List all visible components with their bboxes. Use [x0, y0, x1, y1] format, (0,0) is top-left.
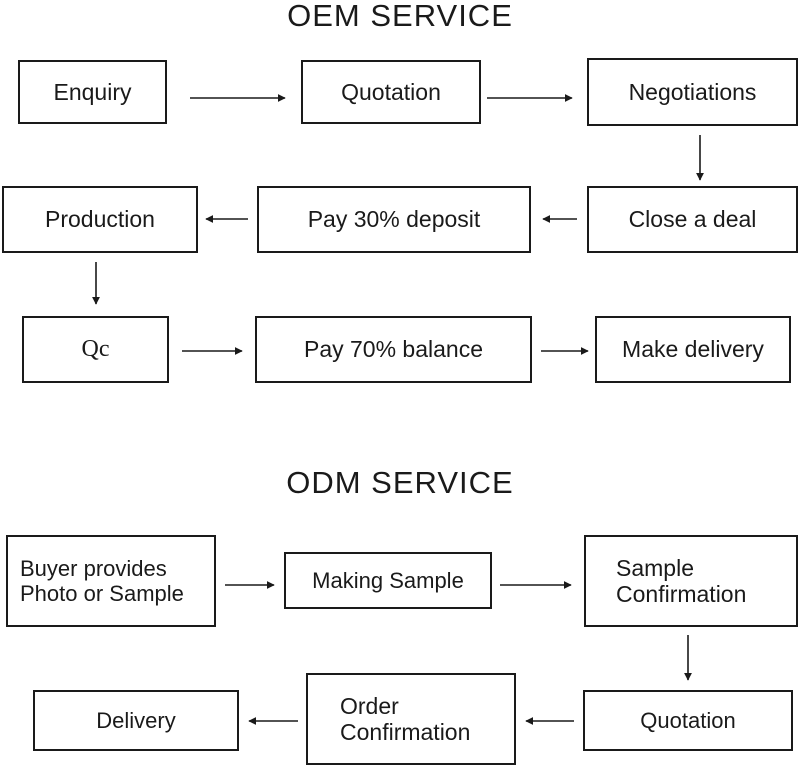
odm-step-quotation: Quotation: [583, 690, 793, 751]
oem-step-production: Production: [2, 186, 198, 253]
odm-step-order: Order Confirmation: [306, 673, 516, 765]
oem-step-negotiations: Negotiations: [587, 58, 798, 126]
odm-step-confirmation: Sample Confirmation: [584, 535, 798, 627]
oem-step-qc: Qc: [22, 316, 169, 383]
odm-step-buyer: Buyer provides Photo or Sample: [6, 535, 216, 627]
oem-step-close-deal: Close a deal: [587, 186, 798, 253]
odm-title: ODM SERVICE: [286, 465, 514, 500]
oem-step-delivery: Make delivery: [595, 316, 791, 383]
odm-step-sample: Making Sample: [284, 552, 492, 609]
oem-step-enquiry: Enquiry: [18, 60, 167, 124]
oem-step-deposit: Pay 30% deposit: [257, 186, 531, 253]
oem-step-balance: Pay 70% balance: [255, 316, 532, 383]
oem-step-quotation: Quotation: [301, 60, 481, 124]
odm-step-delivery: Delivery: [33, 690, 239, 751]
oem-title: OEM SERVICE: [287, 0, 513, 33]
